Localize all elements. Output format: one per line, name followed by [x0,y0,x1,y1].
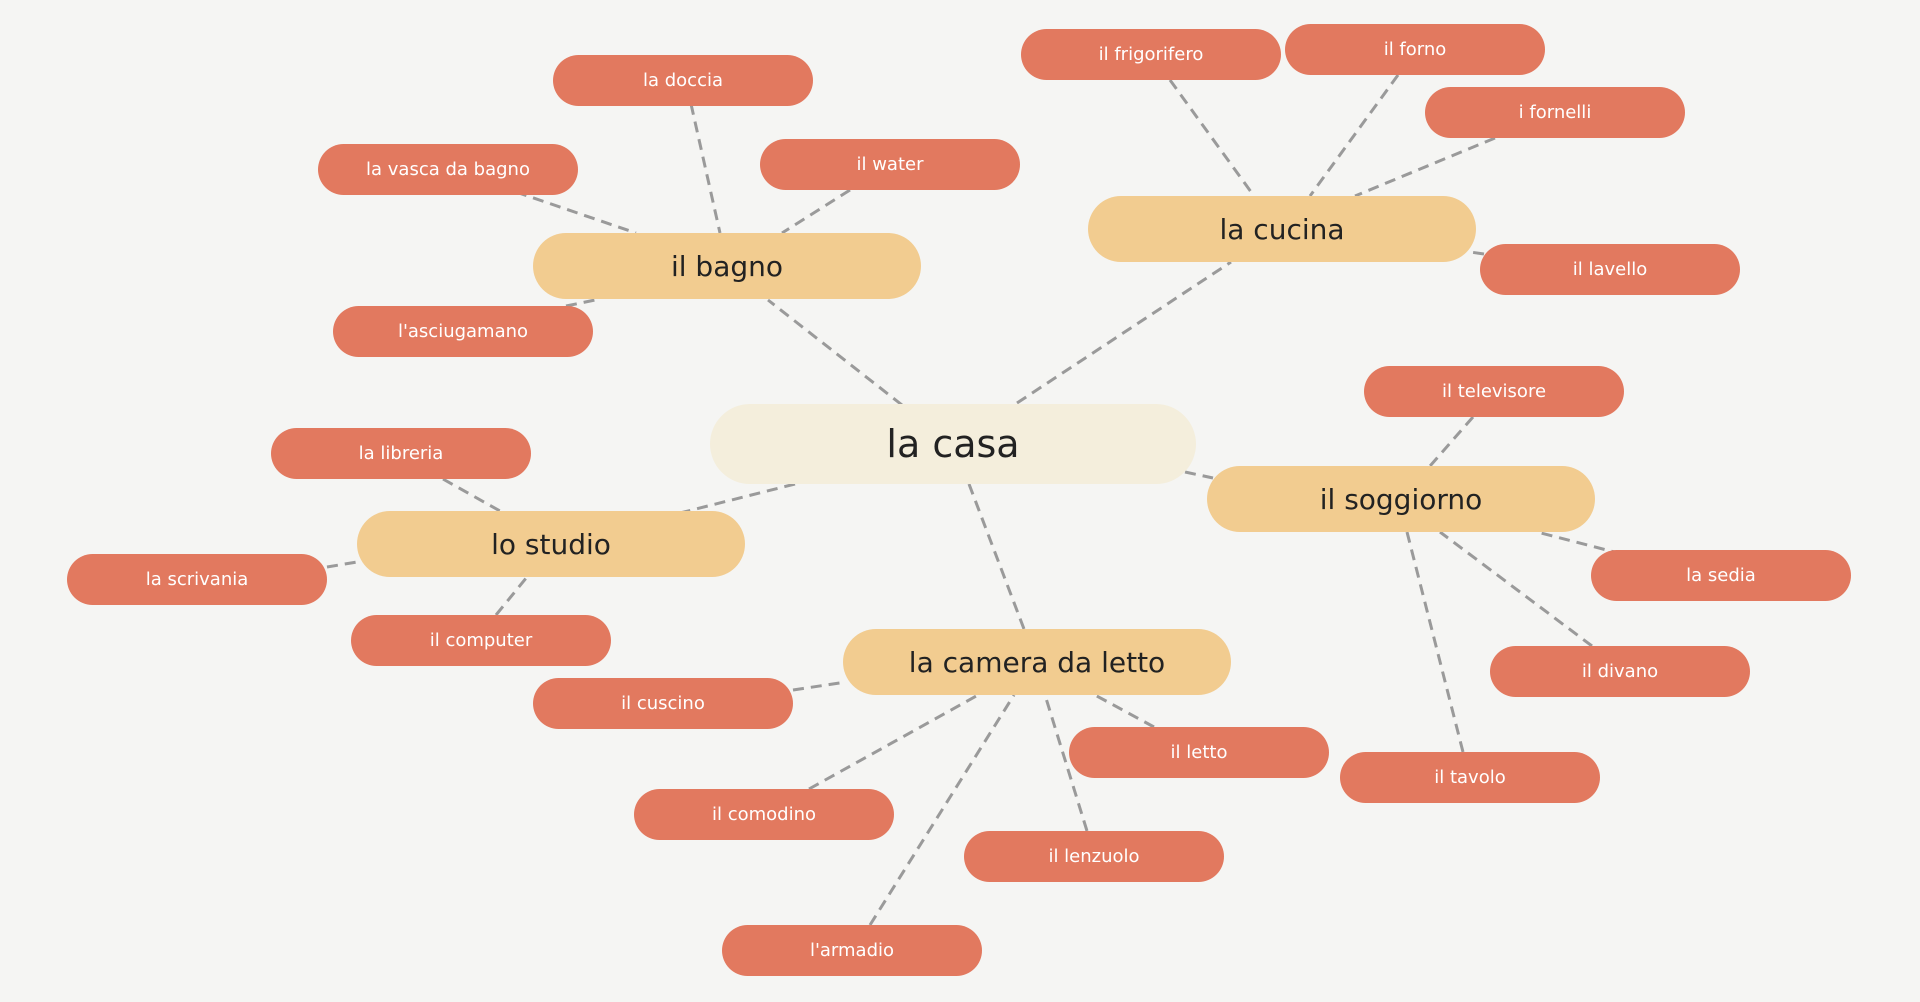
leaf-node-label: il cuscino [621,693,705,714]
leaf-node-label: il divano [1581,661,1659,682]
category-node-label: lo studio [491,527,611,561]
connector-casa-studio [679,482,796,515]
category-node-studio[interactable]: lo studio [357,511,745,577]
leaf-node-label: il tavolo [1434,767,1506,788]
connector-camera-comodino [808,693,979,791]
category-node-camera-da-letto[interactable]: la camera da letto [843,629,1231,695]
leaf-node-frigorifero[interactable]: il frigorifero [1021,29,1281,80]
category-node-label: il soggiorno [1319,482,1483,516]
connector-studio-computer [494,576,529,616]
category-node-soggiorno[interactable]: il soggiorno [1207,466,1595,532]
leaf-node-label: la doccia [642,70,723,91]
root-node-label: la casa [886,422,1020,466]
connector-soggiorno-tavolo [1405,531,1465,753]
connector-casa-soggiorno [1184,470,1214,480]
leaf-node-label: il computer [429,630,533,651]
leaf-node-label: il frigorifero [1098,44,1204,65]
leaf-node-label: il lenzuolo [1048,846,1140,867]
connector-studio-libreria [442,477,501,513]
connector-cucina-forno [1308,74,1400,197]
connector-soggiorno-divano [1439,530,1593,648]
connector-camera-letto [1094,693,1155,729]
category-node-bagno[interactable]: il bagno [533,233,921,299]
leaf-node-cuscino[interactable]: il cuscino [533,678,793,729]
leaf-node-tavolo[interactable]: il tavolo [1340,752,1600,803]
leaf-node-forno[interactable]: il forno [1285,24,1545,75]
leaf-node-asciugamano[interactable]: l'asciugamano [333,306,593,357]
connector-camera-lenzuolo [1043,694,1089,832]
connector-bagno-water [781,188,851,235]
leaf-node-armadio[interactable]: l'armadio [722,925,982,976]
leaf-node-televisore[interactable]: il televisore [1364,366,1624,417]
leaf-node-lenzuolo[interactable]: il lenzuolo [964,831,1224,882]
root-node-la-casa[interactable]: la casa [710,404,1196,484]
connector-bagno-vasca [515,190,637,235]
connector-bagno-asciugamano [565,297,601,308]
connector-camera-armadio [868,694,1016,926]
connector-bagno-doccia [689,103,722,234]
leaf-node-label: il letto [1170,742,1228,763]
leaf-node-label: il lavello [1572,259,1648,280]
leaf-node-comodino[interactable]: il comodino [634,789,894,840]
connector-casa-cucina [1016,260,1232,405]
leaf-node-libreria[interactable]: la libreria [271,428,531,479]
leaf-node-label: il forno [1383,39,1447,60]
leaf-node-scrivania[interactable]: la scrivania [67,554,327,605]
leaf-node-lavello[interactable]: il lavello [1480,244,1740,295]
leaf-node-label: la scrivania [145,569,249,590]
connector-camera-cuscino [792,680,847,692]
leaf-node-label: il comodino [711,804,817,825]
leaf-node-doccia[interactable]: la doccia [553,55,813,106]
category-node-label: la cucina [1219,212,1345,246]
leaf-node-label: la libreria [358,443,444,464]
leaf-node-label: l'asciugamano [397,321,529,342]
connector-casa-camera [967,483,1026,630]
leaf-node-label: i fornelli [1518,102,1592,123]
connector-soggiorno-televisore [1428,416,1475,467]
connector-cucina-frigorifero [1168,79,1256,197]
leaf-node-fornelli[interactable]: i fornelli [1425,87,1685,138]
leaf-node-divano[interactable]: il divano [1490,646,1750,697]
connector-soggiorno-sedia [1536,530,1623,556]
leaf-node-label: la sedia [1686,565,1756,586]
leaf-node-label: l'armadio [809,940,895,961]
connector-cucina-lavello [1469,250,1485,256]
category-node-cucina[interactable]: la cucina [1088,196,1476,262]
category-node-label: il bagno [670,249,784,283]
leaf-node-letto[interactable]: il letto [1069,727,1329,778]
leaf-node-water[interactable]: il water [760,139,1020,190]
connector-casa-bagno [767,298,903,407]
leaf-node-label: la vasca da bagno [366,159,530,180]
leaf-node-sedia[interactable]: la sedia [1591,550,1851,601]
leaf-node-label: il televisore [1441,381,1547,402]
leaf-node-label: il water [856,154,924,175]
category-node-label: la camera da letto [908,645,1166,679]
connector-cucina-fornelli [1354,136,1496,198]
connector-studio-scrivania [326,560,358,569]
leaf-node-computer[interactable]: il computer [351,615,611,666]
leaf-node-vasca-da-bagno[interactable]: la vasca da bagno [318,144,578,195]
